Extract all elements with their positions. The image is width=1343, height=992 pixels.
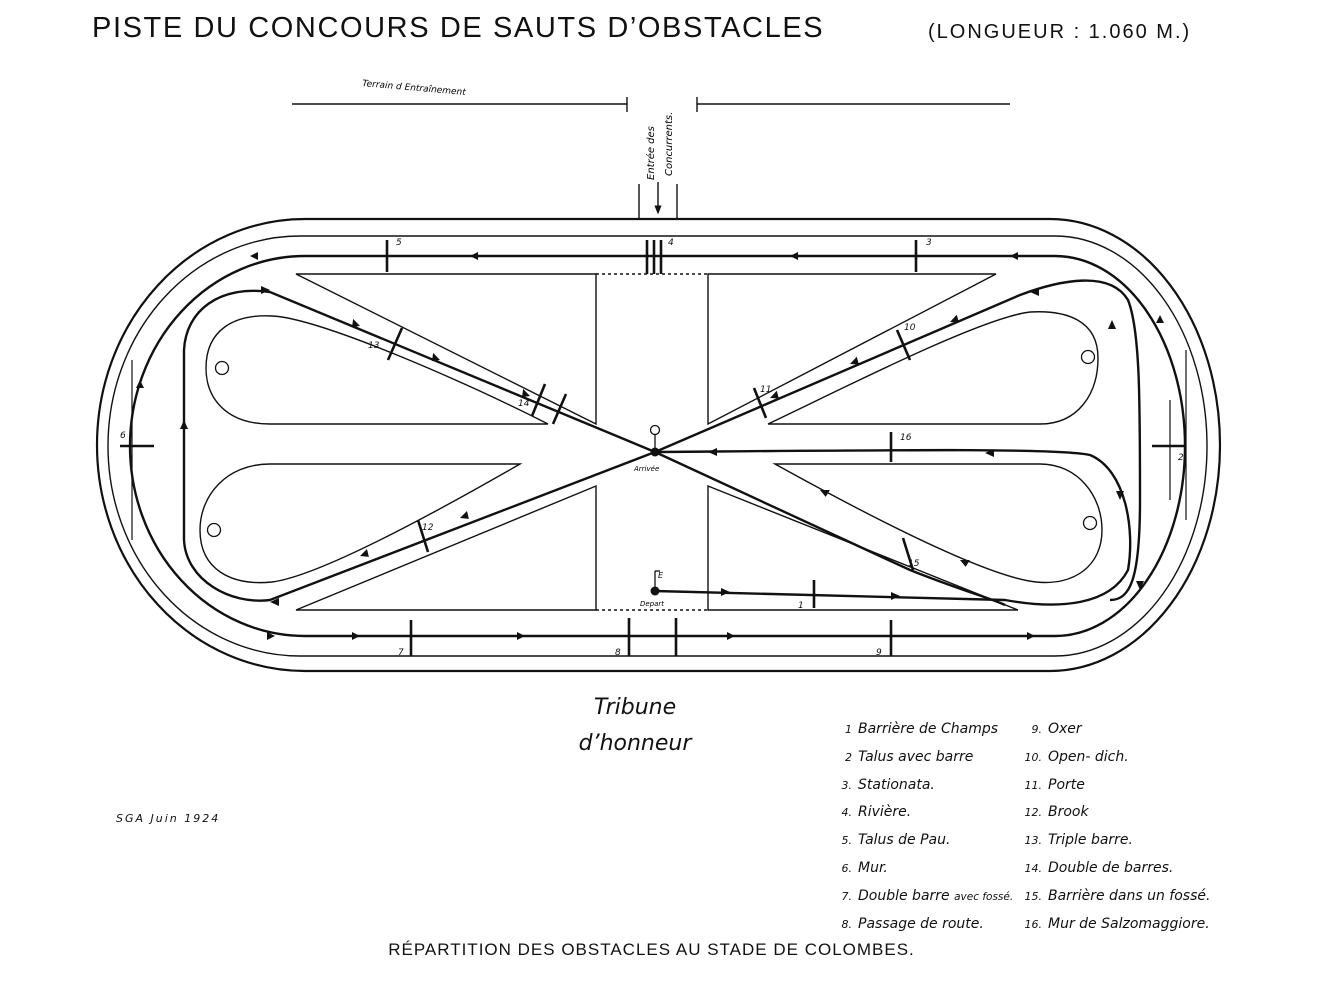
- outer-riding-lane: [128, 254, 1187, 638]
- obstacle-15-label: 15: [908, 559, 920, 569]
- competitor-entrance: [638, 182, 678, 218]
- legend-item: 15.Barrière dans un fossé.: [1024, 887, 1211, 904]
- start-label: Depart: [640, 600, 664, 608]
- obstacle-6-label: 6: [120, 431, 126, 441]
- obstacle-9-label: 9: [876, 648, 882, 658]
- legend-item: 11.Porte: [1024, 776, 1085, 793]
- legend-item: 12.Brook: [1024, 804, 1089, 821]
- arrival-marker: [649, 424, 661, 457]
- legend-item: 14.Double de barres.: [1024, 859, 1174, 876]
- obstacle-8-label: 8: [615, 648, 621, 658]
- legend-item: 6.Mur.: [841, 859, 888, 876]
- start-mark: E: [658, 571, 664, 580]
- obstacle-10-label: 10: [904, 323, 916, 333]
- obstacle-13-label: 13: [368, 341, 380, 351]
- legend-item: 10.Open- dich.: [1024, 748, 1129, 765]
- entrance-label-2: Concurrents.: [664, 112, 675, 176]
- legend-item: 8.Passage de route.: [841, 915, 984, 932]
- loop-plots: [199, 311, 1103, 584]
- legend-item: 3.Stationata.: [841, 776, 935, 793]
- obstacle-5-label: 5: [396, 238, 402, 248]
- page-title: PISTE DU CONCOURS DE SAUTS D’OBSTACLES: [92, 12, 825, 44]
- obstacle-11-label: 11: [760, 385, 771, 395]
- legend-item: 16.Mur de Salzomaggiore.: [1024, 915, 1210, 932]
- legend-item: 9.Oxer: [1031, 721, 1082, 737]
- inner-track-line: [107, 235, 1208, 657]
- training-ground-label: Terrain d Entraînement: [362, 79, 467, 98]
- legend-item: 5.Talus de Pau.: [841, 832, 951, 849]
- stand-line-2: d’honneur: [578, 731, 692, 756]
- course-arrows: [180, 286, 1144, 606]
- obstacle-14-label: 14: [518, 399, 530, 409]
- signature: SGA Juin 1924: [116, 812, 221, 825]
- training-ground-lines: [292, 97, 1010, 112]
- start-marker: [650, 570, 660, 596]
- diagram-caption: RÉPARTITION DES OBSTACLES AU STADE DE CO…: [388, 940, 915, 959]
- stand-label: Tribune d’honneur: [560, 690, 710, 762]
- obstacle-numbers: 1 2 3 4 5 6 7 8 9 10 11 12 13 14 15 16: [120, 238, 1184, 658]
- legend-right-column: 9.Oxer 10.Open- dich. 11.Porte 12.Brook …: [1022, 716, 1211, 938]
- track-length: (LONGUEUR : 1.060 M.): [928, 21, 1192, 43]
- course-path: [182, 279, 1142, 607]
- loop-post-circles: [206, 349, 1098, 538]
- obstacle-16-label: 16: [900, 433, 912, 443]
- stand-line-1: Tribune: [593, 695, 677, 720]
- obstacle-2-label: 2: [1178, 453, 1184, 463]
- entrance-label-1: Entrée des: [645, 126, 657, 180]
- outer-lane-arrows: [136, 252, 1164, 640]
- obstacle-1-label: 1: [798, 601, 804, 611]
- arrival-label: Arrivée: [633, 465, 659, 473]
- legend-item: 7.Double barre avec fossé.: [841, 887, 1014, 904]
- obstacle-12-label: 12: [422, 523, 434, 533]
- obstacle-7-label: 7: [398, 648, 404, 658]
- legend-item: 13.Triple barre.: [1024, 832, 1134, 849]
- legend-item: 4.Rivière.: [841, 804, 912, 821]
- obstacle-4-label: 4: [668, 238, 674, 248]
- stadium-outer-boundary: [95, 217, 1222, 673]
- obstacle-3-label: 3: [926, 238, 932, 248]
- obstacle-marks: [120, 240, 1187, 656]
